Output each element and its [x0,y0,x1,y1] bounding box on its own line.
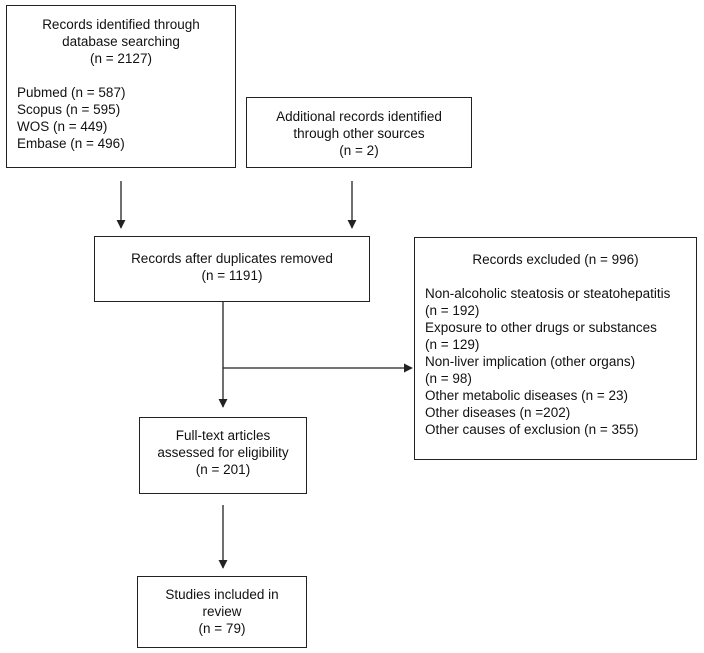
fulltext-line-1: Full-text articles [175,428,271,443]
deduplicated-label: Records after duplicates removed [131,251,333,266]
deduplicated-records-box: Records after duplicates removed (n = 11… [94,236,370,302]
exclusion-reason: Non-liver implication (other organs) [425,354,636,369]
excluded-records-box: Records excluded (n = 996) Non-alcoholic… [414,237,697,460]
fulltext-line-2: assessed for eligibility [157,445,289,460]
identified-title-line-2: database searching [62,34,180,49]
excluded-title: Records excluded (n = 996) [472,252,639,267]
included-count: (n = 79) [198,621,246,636]
exclusion-reason: Other metabolic diseases (n = 23) [425,388,628,403]
additional-records-box: Additional records identified through ot… [246,97,472,168]
additional-count: (n = 2) [339,143,379,158]
identified-count: (n = 2127) [90,51,152,66]
fulltext-count: (n = 201) [195,462,251,477]
source-pubmed: Pubmed (n = 587) [17,85,126,100]
exclusion-reason: Exposure to other drugs or substances [425,320,657,335]
exclusion-reason: Other diseases (n =202) [425,405,571,420]
additional-line-2: through other sources [293,126,425,141]
additional-line-1: Additional records identified [276,109,442,124]
identified-records-box: Records identified through database sear… [6,5,236,168]
source-scopus: Scopus (n = 595) [17,102,121,117]
exclusion-reason-count: (n = 129) [425,337,480,352]
source-embase: Embase (n = 496) [17,136,125,151]
source-wos: WOS (n = 449) [17,119,108,134]
deduplicated-count: (n = 1191) [201,268,263,283]
exclusion-reason-count: (n = 192) [425,303,480,318]
exclusion-reason: Non-alcoholic steatosis or steatohepatit… [425,286,671,301]
identified-title-line-1: Records identified through [42,17,200,32]
studies-included-box: Studies included in review (n = 79) [137,576,307,648]
exclusion-reason-count: (n = 98) [425,371,472,386]
exclusion-reason: Other causes of exclusion (n = 355) [425,422,639,437]
included-line-2: review [202,604,242,619]
fulltext-assessed-box: Full-text articles assessed for eligibil… [139,417,307,494]
included-line-1: Studies included in [165,587,279,602]
